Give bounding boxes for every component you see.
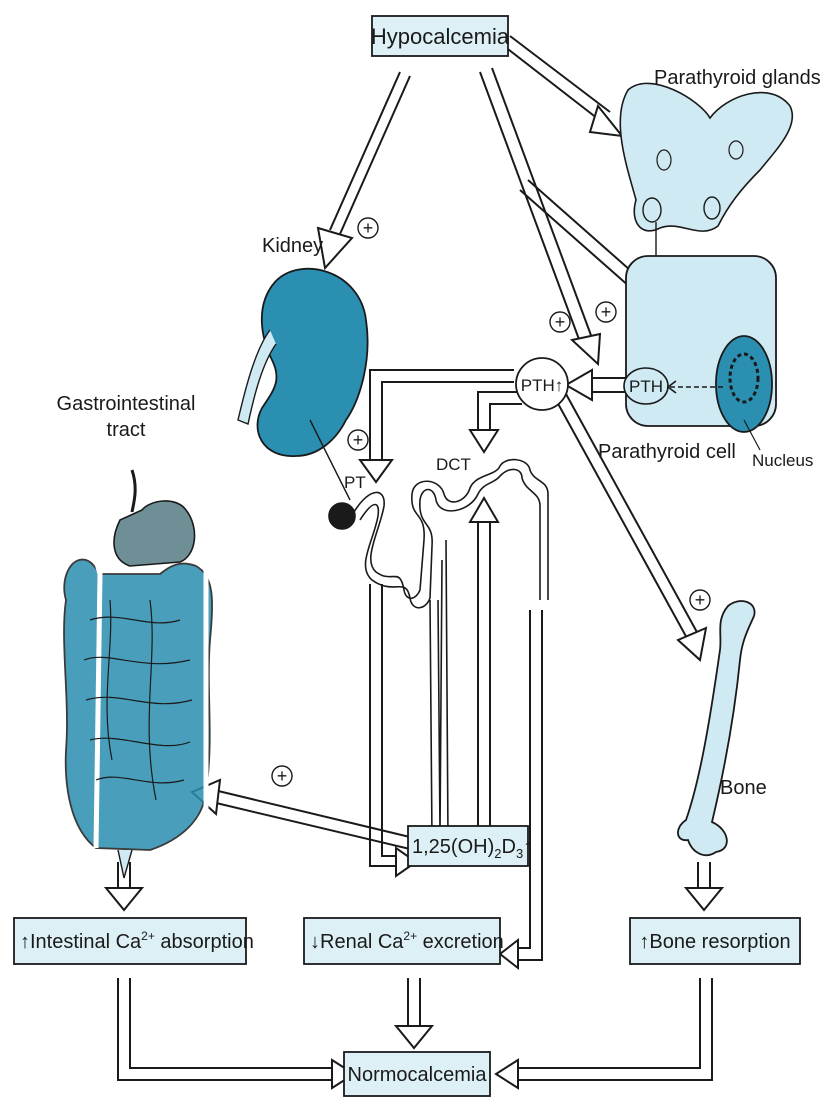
arrow-hypo-to-kidney xyxy=(318,72,410,268)
bone-label: Bone xyxy=(720,777,767,799)
vitd-label: 1,25(OH)2D3↑ xyxy=(412,836,533,861)
pth-cell-label: PTH xyxy=(629,377,663,396)
kidney-illustration xyxy=(238,269,368,500)
nucleus-shape xyxy=(716,336,772,432)
plus-icon: + xyxy=(690,590,710,610)
gi-tract-illustration xyxy=(64,470,212,878)
parathyroid-cell-label: Parathyroid cell xyxy=(598,441,736,463)
intestinal-label: ↑Intestinal Ca2+ absorption xyxy=(20,929,254,953)
plus-icon: + xyxy=(550,312,570,332)
nephron-illustration xyxy=(329,460,548,846)
normocalcemia-label: Normocalcemia xyxy=(348,1064,488,1086)
plus-icon: + xyxy=(272,766,292,786)
arrow-bone-down xyxy=(686,862,722,910)
plus-icon: + xyxy=(358,218,378,238)
arrow-vitd-to-gi xyxy=(192,780,414,850)
svg-text:+: + xyxy=(555,312,566,332)
arrow-pth-to-bone xyxy=(556,394,706,660)
arrow-vitd-up xyxy=(470,498,498,842)
arrow-bone-to-normo xyxy=(496,978,712,1088)
svg-text:+: + xyxy=(353,430,364,450)
pth-up-label: PTH↑ xyxy=(521,376,564,395)
arrow-hypo-to-pth xyxy=(480,68,600,364)
svg-text:+: + xyxy=(363,218,374,238)
svg-text:+: + xyxy=(601,302,612,322)
plus-icon: + xyxy=(348,430,368,450)
arrow-dct-to-renal xyxy=(500,610,542,968)
kidney-label: Kidney xyxy=(262,235,323,257)
parathyroid-glands-illustration xyxy=(620,83,792,256)
gi-label-line1: Gastrointestinal xyxy=(57,393,196,415)
arrow-renal-to-normo xyxy=(396,978,432,1048)
hypocalcemia-label: Hypocalcemia xyxy=(371,24,510,49)
plus-icon: + xyxy=(596,302,616,322)
pt-label: PT xyxy=(344,473,366,492)
gi-label-line2: tract xyxy=(107,419,146,441)
arrow-hypo-to-glands xyxy=(504,36,622,136)
arrow-intestinal-to-normo xyxy=(118,978,354,1088)
dct-label: DCT xyxy=(436,455,471,474)
bone-resorption-label: ↑Bone resorption xyxy=(639,931,790,953)
parathyroid-glands-label: Parathyroid glands xyxy=(654,67,821,89)
nucleus-label: Nucleus xyxy=(752,451,813,470)
svg-text:+: + xyxy=(277,766,288,786)
parathyroid-cell xyxy=(624,256,776,432)
svg-text:+: + xyxy=(695,590,706,610)
arrow-cell-to-pth xyxy=(566,370,626,400)
arrow-pth-to-dct xyxy=(470,392,522,452)
